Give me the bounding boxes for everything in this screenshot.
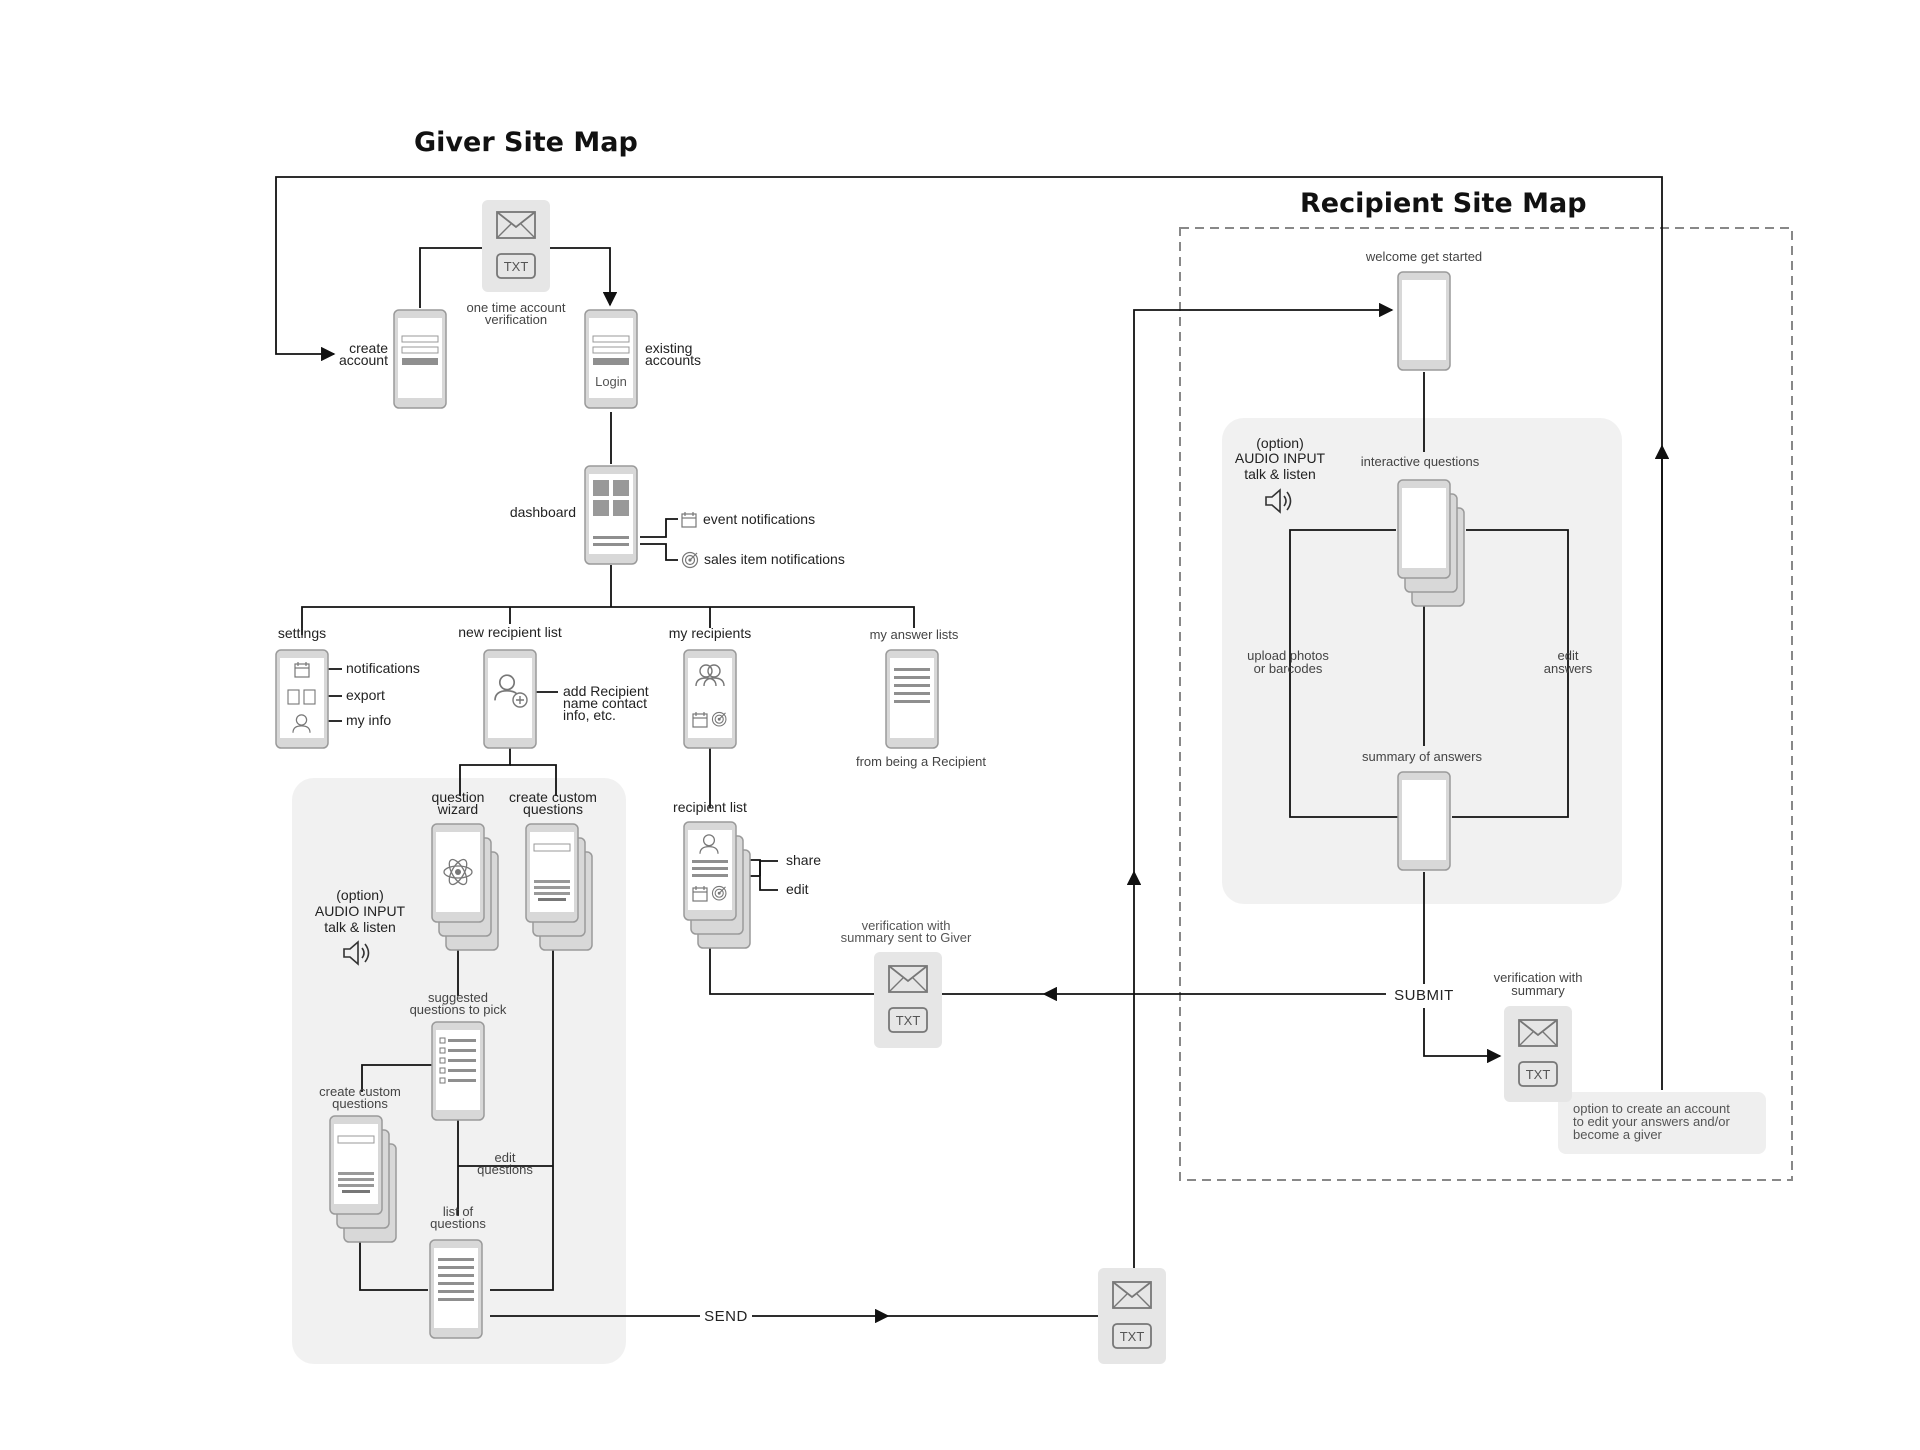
verification-summary-label: summary xyxy=(1511,983,1565,998)
phone-welcome xyxy=(1397,271,1451,371)
svg-text:TXT: TXT xyxy=(1120,1329,1145,1344)
verification-label: one time account xyxy=(466,300,565,315)
giver-audio-option-label: talk & listen xyxy=(324,919,396,935)
connectors xyxy=(275,176,1670,1324)
phone-list-of-questions xyxy=(429,1239,483,1339)
option-create-account-label: option to create an account xyxy=(1573,1101,1730,1116)
phone-create-custom-questions xyxy=(525,823,593,951)
upload-photos-label: or barcodes xyxy=(1254,661,1323,676)
envelope-tile-giver-verification: TXT xyxy=(874,952,942,1048)
edit-answers-label: edit xyxy=(1558,648,1579,663)
recipient-list-label: recipient list xyxy=(673,799,747,815)
create-custom-questions-label: questions xyxy=(523,801,583,817)
new-recipient-list-label: new recipient list xyxy=(458,624,562,640)
list-of-questions-label: list of xyxy=(443,1204,474,1219)
svg-text:Login: Login xyxy=(595,374,627,389)
edit-label: edit xyxy=(786,881,809,897)
existing-accounts-label: accounts xyxy=(645,352,701,368)
edit-questions-label: edit xyxy=(495,1150,516,1165)
giver-title: Giver Site Map xyxy=(414,127,638,158)
from-being-recipient-label: from being a Recipient xyxy=(856,754,986,769)
create-custom-questions-label: create custom xyxy=(509,789,597,805)
my-recipients-label: my recipients xyxy=(669,625,751,641)
upload-photos-label: upload photos xyxy=(1247,648,1329,663)
svg-text:TXT: TXT xyxy=(504,259,529,274)
phone-create-custom-questions-left xyxy=(329,1115,397,1243)
existing-accounts-label: existing xyxy=(645,340,692,356)
question-wizard-label: question xyxy=(432,789,485,805)
svg-text:TXT: TXT xyxy=(896,1013,921,1028)
question-wizard-label: wizard xyxy=(437,801,478,817)
send-label: SEND xyxy=(704,1308,748,1325)
phone-my-recipients xyxy=(683,649,737,749)
share-label: share xyxy=(786,852,821,868)
summary-of-answers-label: summary of answers xyxy=(1362,749,1482,764)
interactive-questions-label: interactive questions xyxy=(1361,454,1480,469)
settings-export-label: export xyxy=(346,687,385,703)
phone-suggested-questions xyxy=(431,1021,485,1121)
settings-my-info-label: my info xyxy=(346,712,391,728)
verification-label: verification xyxy=(485,312,547,327)
phone-my-answer-lists xyxy=(885,649,939,749)
settings-label: settings xyxy=(278,625,326,641)
recipient-title: Recipient Site Map xyxy=(1300,188,1587,219)
phone-existing-accounts: Login xyxy=(584,309,638,409)
recipient-audio-option-label: talk & listen xyxy=(1244,466,1316,482)
envelope-tile-recipient-verification: TXT xyxy=(1504,1006,1572,1102)
phone-create-account xyxy=(393,309,447,409)
target-icon xyxy=(681,551,699,569)
add-recipient-label: info, etc. xyxy=(563,707,616,723)
phone-summary-of-answers xyxy=(1397,771,1451,871)
welcome-label: welcome get started xyxy=(1365,249,1482,264)
verification-to-giver-label: verification with xyxy=(862,918,951,933)
phone-recipient-list xyxy=(683,821,751,949)
dashboard-label: dashboard xyxy=(510,504,576,520)
edit-questions-label: questions xyxy=(477,1162,533,1177)
phone-question-wizard xyxy=(431,823,499,951)
create-account-label: create xyxy=(349,340,388,356)
verification-summary-label: verification with xyxy=(1494,970,1583,985)
phone-settings xyxy=(275,649,329,749)
recipient-questions-panel xyxy=(1222,418,1622,904)
my-answer-lists-label: my answer lists xyxy=(870,627,959,642)
calendar-icon xyxy=(681,511,697,528)
add-recipient-label: add Recipient xyxy=(563,683,649,699)
event-notifications-label: event notifications xyxy=(703,511,815,527)
recipient-audio-option-label: (option) xyxy=(1256,435,1303,451)
suggested-questions-label: questions to pick xyxy=(410,1002,507,1017)
sales-item-notifications-label: sales item notifications xyxy=(704,551,845,567)
add-recipient-label: name contact xyxy=(563,695,647,711)
option-create-account-label: become a giver xyxy=(1573,1127,1663,1142)
phone-new-recipient-list xyxy=(483,649,537,749)
giver-audio-option-label: AUDIO INPUT xyxy=(315,903,406,919)
suggested-questions-label: suggested xyxy=(428,990,488,1005)
create-custom-questions-left-label: create custom xyxy=(319,1084,401,1099)
edit-answers-label: answers xyxy=(1544,661,1593,676)
option-create-account-label: to edit your answers and/or xyxy=(1573,1114,1730,1129)
submit-label: SUBMIT xyxy=(1394,987,1454,1004)
phone-interactive-questions xyxy=(1397,479,1465,607)
phone-dashboard xyxy=(584,465,638,565)
envelope-tile-send: TXT xyxy=(1098,1268,1166,1364)
verification-to-giver-label: summary sent to Giver xyxy=(841,930,972,945)
option-note-box xyxy=(1558,1092,1766,1154)
recipient-audio-option-label: AUDIO INPUT xyxy=(1235,450,1326,466)
envelope-tile-verification: TXT xyxy=(482,200,550,292)
list-of-questions-label: questions xyxy=(430,1216,486,1231)
recipient-site-boundary xyxy=(1179,227,1793,1181)
create-custom-questions-left-label: questions xyxy=(332,1096,388,1111)
svg-text:TXT: TXT xyxy=(1526,1067,1551,1082)
create-account-label: account xyxy=(339,352,388,368)
giver-audio-option-label: (option) xyxy=(336,887,383,903)
settings-notifications-label: notifications xyxy=(346,660,420,676)
